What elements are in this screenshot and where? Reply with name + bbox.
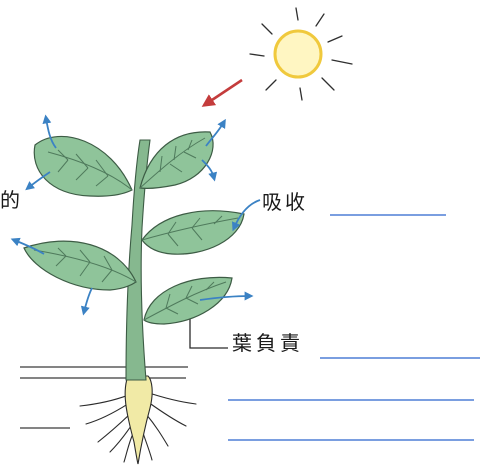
label-left-fragment: 的 (0, 190, 20, 210)
label-absorb: 吸收 (262, 192, 308, 212)
red-arrow-icon (206, 80, 242, 104)
arrow-middle-left-down (84, 288, 92, 312)
leaf-middle-right (142, 211, 244, 254)
root-bulb (125, 376, 152, 464)
leaf-lower-right (144, 277, 232, 324)
answer-lines (228, 215, 480, 440)
leaf-upper-left (34, 136, 132, 196)
leaf-middle-left (24, 241, 136, 290)
sun-icon (250, 8, 352, 100)
label-leaf-responsible: 葉負責 (232, 333, 304, 353)
